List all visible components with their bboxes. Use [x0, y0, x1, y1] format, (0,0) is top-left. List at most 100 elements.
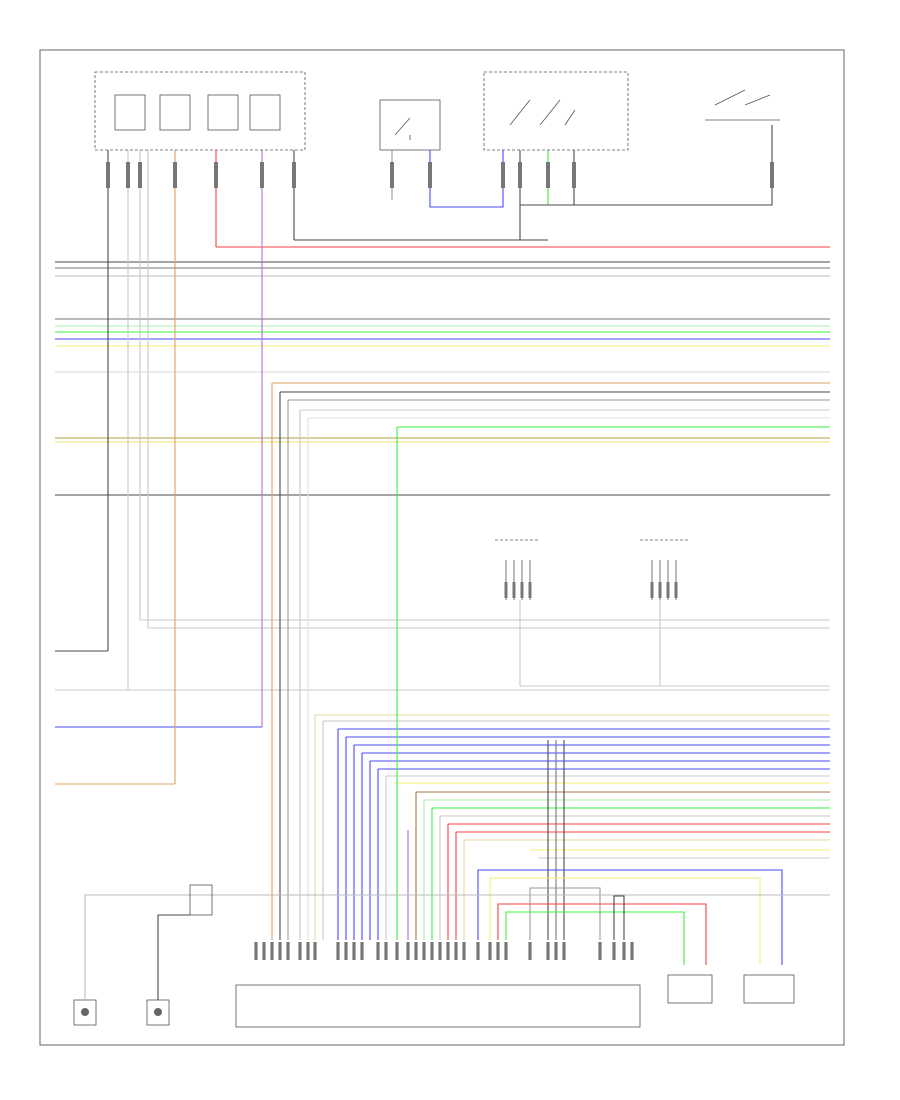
ecu-pin-25	[496, 942, 500, 960]
sensor-left-1	[73, 930, 97, 1026]
ecu-pin-26	[504, 942, 508, 960]
mid-sensor-1	[495, 539, 540, 600]
top-switch	[379, 99, 441, 151]
relay-block-outline	[94, 71, 306, 151]
connector-plugs	[106, 162, 774, 598]
plug-top-12	[572, 162, 576, 188]
ecu-pin-18	[430, 942, 434, 960]
plug-top-8	[428, 162, 432, 188]
plug-top-5	[260, 162, 264, 188]
ecu-pin-6	[306, 942, 310, 960]
feed-yellow-760	[489, 877, 761, 965]
relay-1	[114, 94, 146, 131]
plug-mid-0	[504, 582, 508, 598]
top-relay-contacts	[509, 99, 576, 126]
mid-sensor-links	[519, 600, 661, 686]
sensor-right-1	[667, 974, 713, 1004]
feed-gray-624	[613, 895, 625, 940]
ecu-pin-2	[270, 942, 274, 960]
relay-2	[159, 94, 191, 131]
ecu-outline	[235, 984, 641, 1028]
sensor-right-2-body	[743, 974, 795, 1004]
ecu-pin-15	[406, 942, 410, 960]
mid-sensor-2	[640, 539, 690, 600]
ecu-pin-3	[278, 942, 282, 960]
plug-top-6	[292, 162, 296, 188]
ecu-pin-10	[352, 942, 356, 960]
plug-top-3	[173, 162, 177, 188]
v-blue-link	[429, 150, 504, 208]
ecu-pin-23	[476, 942, 480, 960]
ecu-pin-9	[344, 942, 348, 960]
plug-mid-3	[528, 582, 532, 598]
sensor-right-2	[743, 974, 795, 1004]
top-relay-box-outline	[483, 71, 629, 151]
plug-top-2	[138, 162, 142, 188]
sensor-right-1-body	[667, 974, 713, 1004]
plug-mid-4	[650, 582, 654, 598]
plug-mid-6	[666, 582, 670, 598]
top-right-switch	[705, 89, 780, 121]
bus-wires	[55, 246, 830, 785]
plug-mid-7	[674, 582, 678, 598]
relay-block	[94, 71, 306, 151]
relay-3	[207, 94, 239, 131]
ecu-pin-30	[562, 942, 566, 960]
plug-top-0	[106, 162, 110, 188]
ecu-pin-0	[254, 942, 258, 960]
plug-top-9	[501, 162, 505, 188]
ecu-pin-1	[262, 942, 266, 960]
ecu-pin-16	[414, 942, 418, 960]
feed-blue-770	[477, 869, 783, 965]
sensor-left-1-coil	[81, 1008, 89, 1016]
ecu-pin-14	[395, 942, 399, 960]
ecu-pin-27	[528, 942, 532, 960]
feed-red-706	[497, 903, 707, 965]
plug-mid-1	[512, 582, 516, 598]
feed-green-684	[505, 911, 685, 965]
ecu-pin-28	[546, 942, 550, 960]
resistor	[189, 884, 213, 916]
ecu-pin-34	[630, 942, 634, 960]
ecu	[235, 942, 641, 1028]
ecu-pin-24	[488, 942, 492, 960]
ecu-pin-row	[254, 942, 634, 960]
mid-sensor-2-leads	[651, 560, 677, 600]
plug-mid-5	[658, 582, 662, 598]
ecu-pin-19	[438, 942, 442, 960]
ecu-pin-13	[384, 942, 388, 960]
plug-top-13	[770, 162, 774, 188]
vertical-wires	[84, 125, 830, 965]
right-wire-stack	[315, 714, 830, 859]
top-switch-outline	[379, 99, 441, 151]
ecu-pin-12	[376, 942, 380, 960]
ecu-pin-8	[336, 942, 340, 960]
ecu-pin-20	[446, 942, 450, 960]
top-relay-box	[483, 71, 629, 151]
sensor-left-2	[146, 965, 170, 1026]
v-black-772	[574, 125, 773, 206]
ecu-pin-21	[454, 942, 458, 960]
plug-mid-2	[520, 582, 524, 598]
resistor-body	[189, 884, 213, 916]
top-right-switch-contact	[705, 89, 780, 121]
plug-top-1	[126, 162, 130, 188]
relay-4	[249, 94, 281, 131]
ecu-pin-29	[554, 942, 558, 960]
ecu-pin-11	[360, 942, 364, 960]
ecu-pin-33	[622, 942, 626, 960]
ecu-pin-5	[298, 942, 302, 960]
plug-top-11	[546, 162, 550, 188]
sensor-left-2-coil	[154, 1008, 162, 1016]
feed-black-center	[157, 914, 190, 965]
ecu-pin-7	[313, 942, 317, 960]
plug-top-4	[214, 162, 218, 188]
mid-sensor-1-leads	[505, 560, 531, 600]
ecu-pin-31	[598, 942, 602, 960]
page-frame	[39, 49, 845, 1046]
plug-top-7	[390, 162, 394, 188]
ecu-pin-17	[422, 942, 426, 960]
top-switch-contact	[394, 117, 411, 140]
ecu-pin-4	[286, 942, 290, 960]
